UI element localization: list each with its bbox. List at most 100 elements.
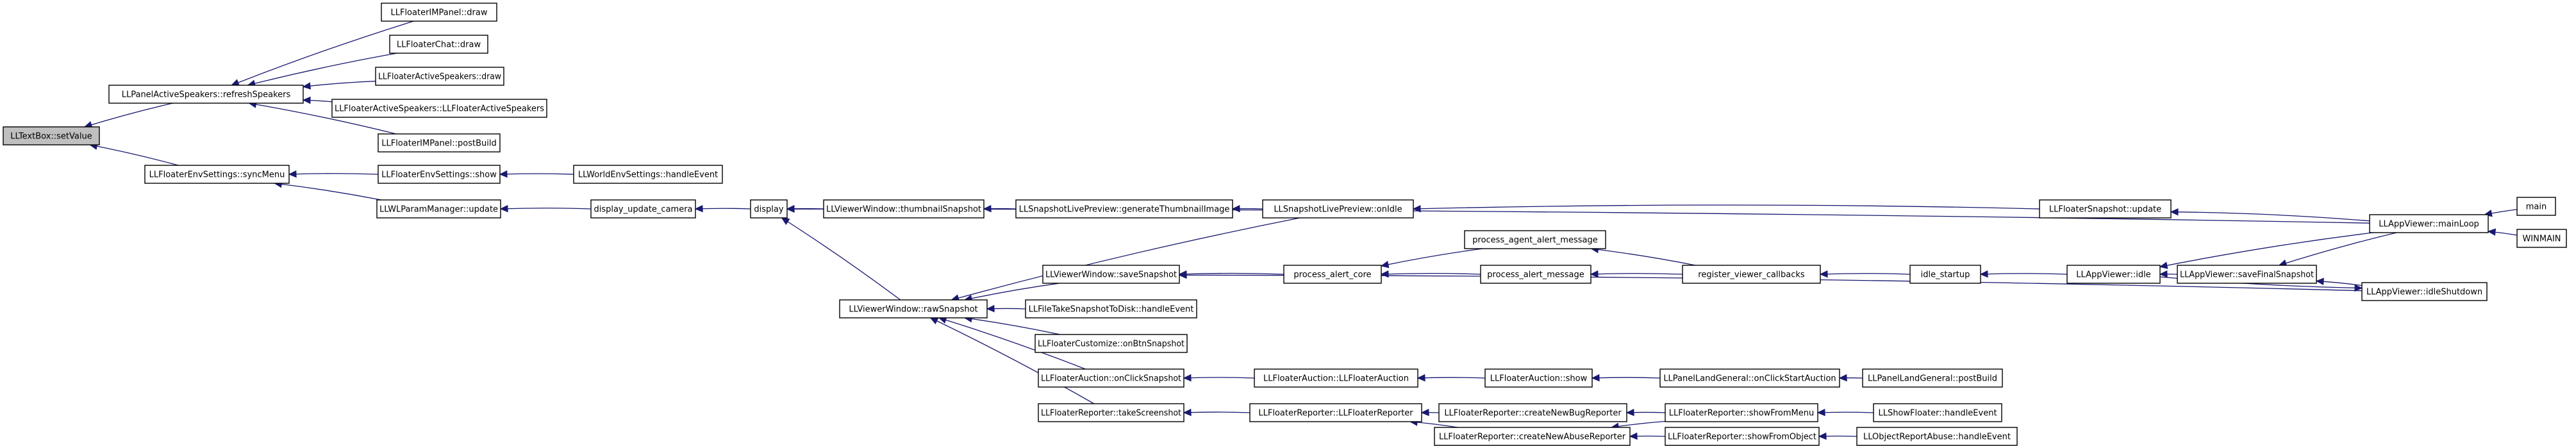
node-label: LLWorldEnvSettings::handleEvent bbox=[578, 170, 718, 180]
edge-alertmsg-to-alertcore bbox=[1380, 270, 1481, 278]
node-envshow[interactable]: LLFloaterEnvSettings::show bbox=[378, 165, 501, 184]
node-label: LLFloaterSnapshot::update bbox=[2049, 205, 2161, 215]
node-repbug[interactable]: LLFloaterReporter::createNewBugReporter bbox=[1438, 403, 1627, 422]
edge-rawsnap-to-display bbox=[781, 217, 901, 301]
edge-savefinal-to-appidle bbox=[2159, 270, 2178, 278]
edge-agentalert-to-alertcore bbox=[1380, 248, 1483, 268]
edge-appidle-to-idlestart bbox=[1979, 270, 2068, 278]
edge-idleshut-to-savefinal bbox=[2315, 277, 2363, 286]
node-envsync[interactable]: LLFloaterEnvSettings::syncMenu bbox=[144, 165, 290, 184]
node-auctctor[interactable]: LLFloaterAuction::LLFloaterAuction bbox=[1254, 368, 1418, 388]
node-box bbox=[378, 165, 501, 184]
node-showfloater[interactable]: LLShowFloater::handleEvent bbox=[1873, 403, 2002, 422]
node-label: LLViewerWindow::rawSnapshot bbox=[849, 305, 977, 315]
node-box bbox=[1038, 368, 1184, 388]
node-label: LLFloaterIMPanel::postBuild bbox=[381, 139, 497, 149]
node-label: LLAppViewer::idleShutdown bbox=[2366, 288, 2482, 297]
node-box bbox=[1682, 265, 1821, 284]
node-rawsnap[interactable]: LLViewerWindow::rawSnapshot bbox=[839, 299, 988, 318]
node-box bbox=[2516, 229, 2567, 248]
node-display[interactable]: display bbox=[750, 199, 788, 219]
node-box bbox=[331, 99, 547, 118]
node-box bbox=[144, 165, 290, 184]
edge-snapidle-to-snapgen bbox=[1231, 204, 1263, 213]
node-box bbox=[1484, 368, 1593, 388]
node-auctshow[interactable]: LLFloaterAuction::show bbox=[1484, 368, 1593, 388]
node-box bbox=[375, 67, 504, 86]
node-box bbox=[1873, 403, 2002, 422]
node-auctclick[interactable]: LLFloaterAuction::onClickSnapshot bbox=[1038, 368, 1184, 388]
node-reptake[interactable]: LLFloaterReporter::takeScreenshot bbox=[1038, 403, 1184, 422]
edge-winmain-to-mainloop bbox=[2487, 228, 2518, 236]
node-agentalert[interactable]: process_agent_alert_message bbox=[1464, 230, 1606, 249]
node-filetake[interactable]: LLFileTakeSnapshotToDisk::handleEvent bbox=[1025, 299, 1197, 318]
node-label: LLFloaterEnvSettings::syncMenu bbox=[149, 170, 285, 180]
node-label: LLShowFloater::handleEvent bbox=[1878, 409, 1997, 418]
node-box bbox=[1438, 403, 1627, 422]
node-snapgen[interactable]: LLSnapshotLivePreview::generateThumbnail… bbox=[1015, 199, 1233, 219]
node-activector[interactable]: LLFloaterActiveSpeakers::LLFloaterActive… bbox=[331, 99, 547, 118]
edge-main-to-mainloop bbox=[2484, 209, 2518, 217]
node-label: LLFloaterReporter::showFromObject bbox=[1668, 433, 1816, 442]
node-objabuse[interactable]: LLObjectReportAbuse::handleEvent bbox=[1856, 427, 2018, 446]
node-box bbox=[1015, 199, 1233, 219]
edge-snapgen-to-vwthumb bbox=[983, 204, 1017, 213]
node-box bbox=[750, 199, 788, 219]
edge-activector-to-panelactive_refresh bbox=[302, 96, 333, 104]
node-repctor[interactable]: LLFloaterReporter::LLFloaterReporter bbox=[1249, 403, 1422, 422]
node-savefinal[interactable]: LLAppViewer::saveFinalSnapshot bbox=[2177, 265, 2317, 284]
node-label: display_update_camera bbox=[594, 205, 692, 215]
edge-display-to-dispcam bbox=[694, 204, 751, 213]
node-activedraw[interactable]: LLFloaterActiveSpeakers::draw bbox=[375, 67, 504, 86]
node-repfrommenu[interactable]: LLFloaterReporter::showFromMenu bbox=[1665, 403, 1818, 422]
node-alertmsg[interactable]: process_alert_message bbox=[1480, 265, 1591, 284]
node-label: LLViewerWindow::saveSnapshot bbox=[1045, 270, 1177, 280]
node-snapidle[interactable]: LLSnapshotLivePreview::onIdle bbox=[1262, 199, 1414, 219]
node-winmain[interactable]: WINMAIN bbox=[2516, 229, 2567, 248]
node-imdraw[interactable]: LLFloaterIMPanel::draw bbox=[381, 3, 497, 22]
edge-envsync-to-textbox_setvalue bbox=[89, 142, 179, 166]
node-landclick[interactable]: LLPanelLandGeneral::onClickStartAuction bbox=[1659, 368, 1840, 388]
node-regcb[interactable]: register_viewer_callbacks bbox=[1682, 265, 1821, 284]
node-appidle[interactable]: LLAppViewer::idle bbox=[2066, 265, 2161, 284]
node-panelactive-refresh[interactable]: LLPanelActiveSpeakers::refreshSpeakers bbox=[108, 85, 304, 104]
node-dispcam[interactable]: display_update_camera bbox=[590, 199, 696, 219]
node-label: WINMAIN bbox=[2522, 235, 2561, 244]
node-custbtn[interactable]: LLFloaterCustomize::onBtnSnapshot bbox=[1035, 334, 1188, 353]
node-main[interactable]: main bbox=[2516, 197, 2556, 216]
node-label: register_viewer_callbacks bbox=[1698, 270, 1805, 280]
node-box bbox=[1249, 403, 1422, 422]
node-repabuse[interactable]: LLFloaterReporter::createNewAbuseReporte… bbox=[1434, 427, 1631, 446]
node-mainloop[interactable]: LLAppViewer::mainLoop bbox=[2369, 214, 2489, 233]
node-landpost[interactable]: LLPanelLandGeneral::postBuild bbox=[1862, 368, 2003, 388]
node-wlparam[interactable]: LLWLParamManager::update bbox=[376, 199, 501, 219]
node-idlestart[interactable]: idle_startup bbox=[1909, 265, 1981, 284]
node-box bbox=[1254, 368, 1418, 388]
node-box bbox=[1856, 427, 2018, 446]
node-label: LLFloaterCustomize::onBtnSnapshot bbox=[1038, 340, 1184, 349]
node-chatdraw[interactable]: LLFloaterChat::draw bbox=[389, 35, 488, 54]
node-textbox-setvalue[interactable]: LLTextBox::setValue bbox=[3, 126, 100, 145]
node-label: LLSnapshotLivePreview::onIdle bbox=[1274, 205, 1402, 215]
node-idleshut[interactable]: LLAppViewer::idleShutdown bbox=[2361, 282, 2488, 301]
node-box bbox=[378, 133, 501, 153]
node-box bbox=[1262, 199, 1414, 219]
node-label: LLFloaterChat::draw bbox=[397, 40, 481, 50]
node-flsnapupd[interactable]: LLFloaterSnapshot::update bbox=[2039, 199, 2172, 219]
node-alertcore[interactable]: process_alert_core bbox=[1283, 265, 1382, 284]
node-savesnap[interactable]: LLViewerWindow::saveSnapshot bbox=[1042, 265, 1180, 284]
edge-envshow-to-envsync bbox=[288, 170, 379, 178]
node-box bbox=[573, 165, 723, 184]
node-worldenv[interactable]: LLWorldEnvSettings::handleEvent bbox=[573, 165, 723, 184]
node-label: process_alert_message bbox=[1487, 270, 1584, 280]
node-box bbox=[376, 199, 501, 219]
node-label: LLFloaterEnvSettings::show bbox=[381, 170, 497, 180]
node-box bbox=[108, 85, 304, 104]
edge-regcb-to-alertmsg bbox=[1590, 270, 1683, 278]
node-vwthumb[interactable]: LLViewerWindow::thumbnailSnapshot bbox=[823, 199, 985, 219]
node-impostbuild[interactable]: LLFloaterIMPanel::postBuild bbox=[378, 133, 501, 153]
node-label: display bbox=[754, 205, 783, 215]
node-box bbox=[1035, 334, 1188, 353]
node-repfromobj[interactable]: LLFloaterReporter::showFromObject bbox=[1665, 427, 1820, 446]
node-box bbox=[2516, 197, 2556, 216]
